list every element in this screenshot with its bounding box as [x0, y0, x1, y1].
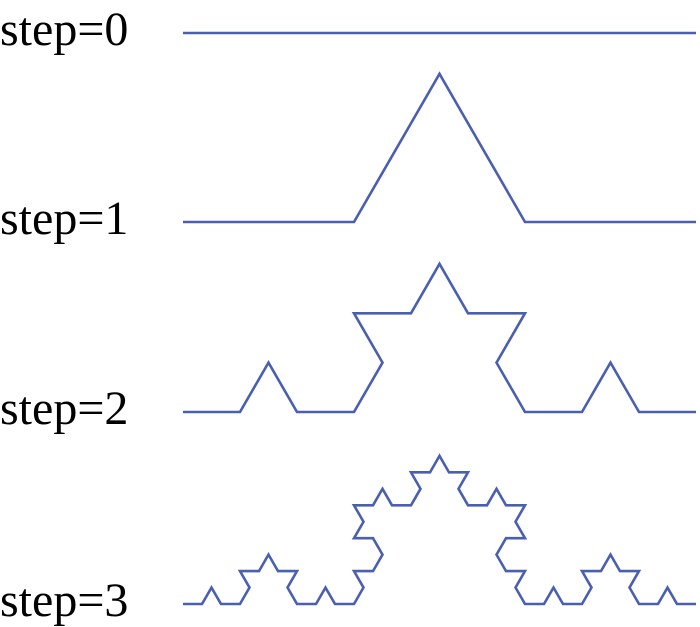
step-1-row: step=1: [0, 71, 696, 245]
step-3-label: step=3: [0, 574, 128, 627]
step-2-row: step=2: [0, 261, 696, 435]
step-2-label: step=2: [0, 382, 128, 435]
step-1-curve: [183, 71, 696, 224]
step-1-label: step=1: [0, 192, 128, 245]
step-3-curve: [183, 453, 696, 606]
step-0-row: step=0: [0, 3, 696, 56]
step-3-row: step=3: [0, 453, 696, 627]
step-0-label: step=0: [0, 3, 128, 56]
step-2-curve: [183, 261, 696, 414]
